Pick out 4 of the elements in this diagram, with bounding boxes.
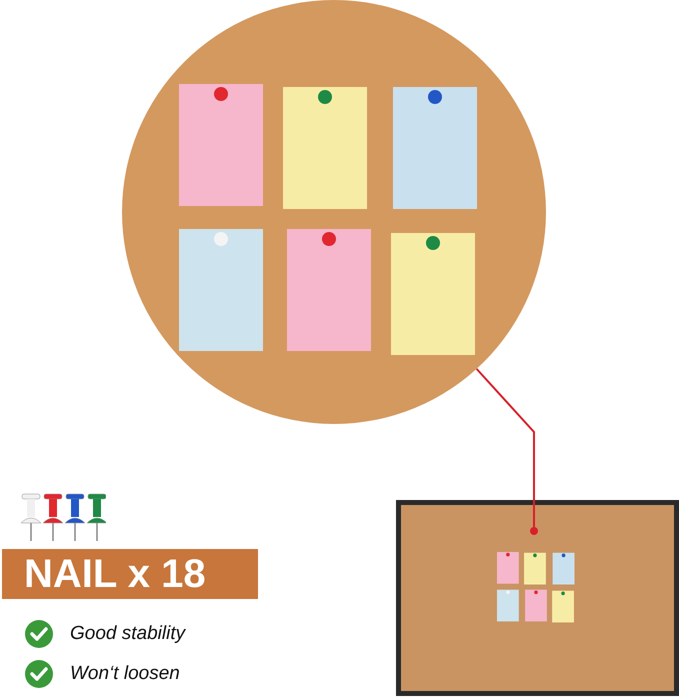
feature-text: Good stability [70,623,186,645]
leader-line [476,368,538,535]
feature-text: Won‘t loosen [70,663,180,685]
quantity-banner: NAIL x 18 [2,549,258,599]
